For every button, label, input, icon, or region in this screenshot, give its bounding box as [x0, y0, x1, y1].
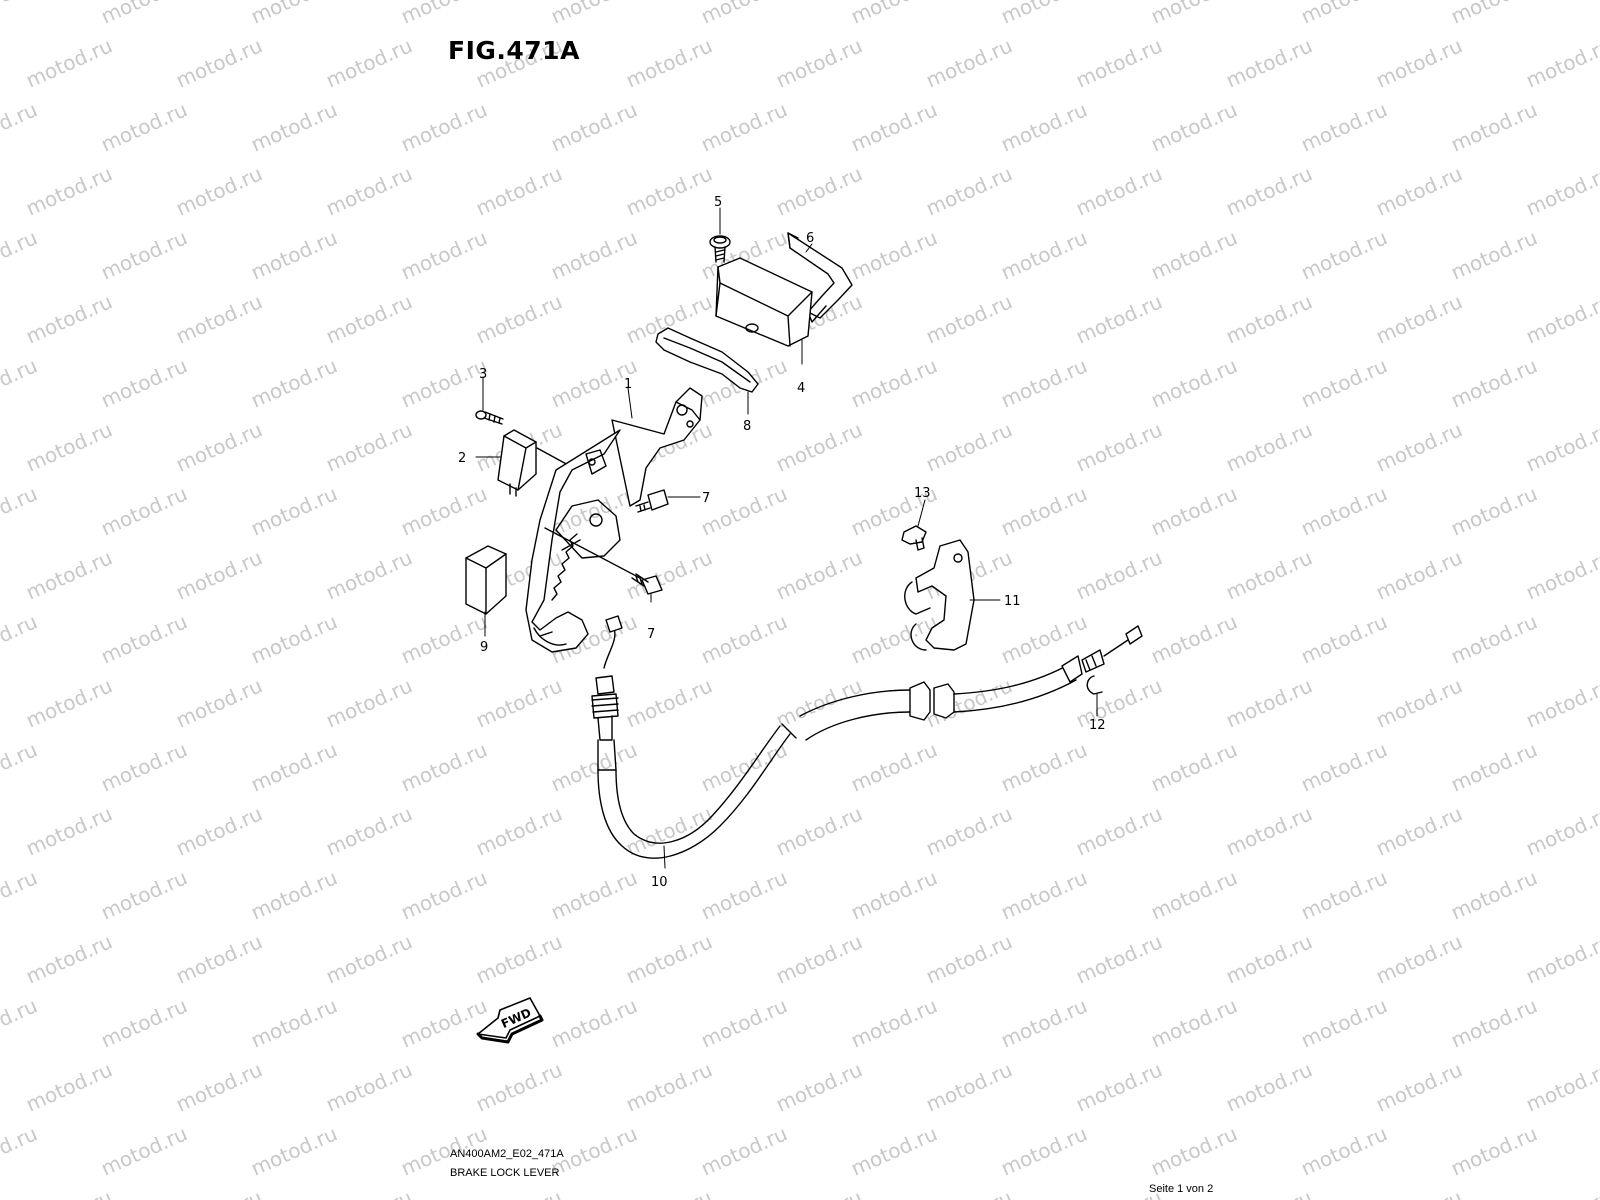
- cover-4-drawing: [715, 257, 813, 347]
- bolt-13-drawing: [901, 525, 927, 551]
- fwd-arrow-icon: FWD: [476, 997, 544, 1044]
- part-number-9: 9: [480, 640, 488, 655]
- bracket-11-drawing: [904, 539, 975, 651]
- figure-title: FIG.471A: [448, 36, 580, 65]
- part-number-5: 5: [714, 195, 722, 210]
- part-number-10: 10: [651, 875, 668, 890]
- figure-caption: BRAKE LOCK LEVER: [450, 1167, 560, 1179]
- part-number-8: 8: [743, 419, 751, 434]
- screw-5-drawing: [709, 235, 731, 263]
- part-number-11: 11: [1004, 594, 1021, 609]
- switch-2-drawing: [497, 429, 571, 497]
- clip-12-drawing: [1086, 675, 1103, 695]
- page-indicator: Seite 1 von 2: [1149, 1183, 1214, 1195]
- part-number-3: 3: [479, 367, 487, 382]
- figure-code: AN400AM2_E02_471A: [450, 1148, 564, 1160]
- bolt-7-lower-drawing: [631, 573, 663, 595]
- bolt-7-upper-drawing: [635, 489, 669, 513]
- part-number-7-lower: 7: [647, 627, 655, 642]
- part-number-13: 13: [914, 486, 931, 501]
- block-9-drawing: [465, 545, 507, 615]
- cable-10-drawing: [591, 615, 1143, 859]
- part-number-4: 4: [797, 381, 805, 396]
- lever-bracket-1-drawing: [525, 387, 703, 653]
- leader-lines: [475, 207, 1098, 869]
- part-number-7-upper: 7: [702, 491, 710, 506]
- screw-3-drawing: [475, 410, 504, 425]
- part-number-6: 6: [806, 231, 814, 246]
- part-number-2: 2: [458, 451, 466, 466]
- pad-8-drawing: [655, 327, 759, 393]
- part-number-12: 12: [1089, 718, 1106, 733]
- part-number-1: 1: [624, 377, 632, 392]
